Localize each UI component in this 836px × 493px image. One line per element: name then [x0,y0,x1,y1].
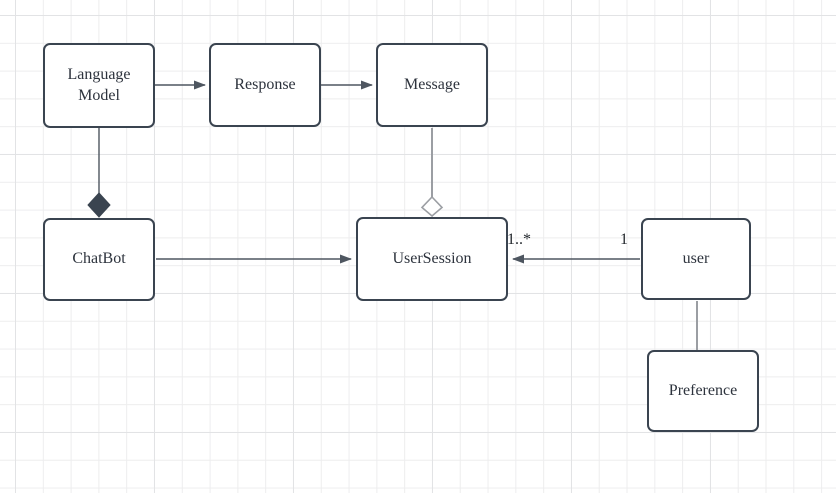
node-preference[interactable]: Preference [647,350,759,432]
node-label: Language Model [67,65,131,104]
node-language-model[interactable]: Language Model [43,43,155,128]
node-label: Response [234,75,296,93]
filled-diamond-icon [87,192,111,218]
node-usersession[interactable]: UserSession [356,217,508,301]
multiplicity-label-user[interactable]: 1 [620,231,628,248]
node-label: Message [404,75,460,93]
node-label: user [682,249,710,267]
edge-message-to-usersession-aggregation[interactable] [420,128,444,218]
node-label: Preference [668,381,738,399]
node-label: UserSession [392,249,472,267]
edge-language-model-to-chatbot-composition[interactable] [87,128,111,218]
node-label: ChatBot [72,250,126,268]
node-chatbot[interactable]: ChatBot [43,218,155,301]
multiplicity-label-usersession[interactable]: 1..* [507,231,531,248]
open-diamond-icon [420,195,444,218]
node-message[interactable]: Message [376,43,488,127]
node-user[interactable]: user [641,218,751,300]
node-response[interactable]: Response [209,43,321,127]
